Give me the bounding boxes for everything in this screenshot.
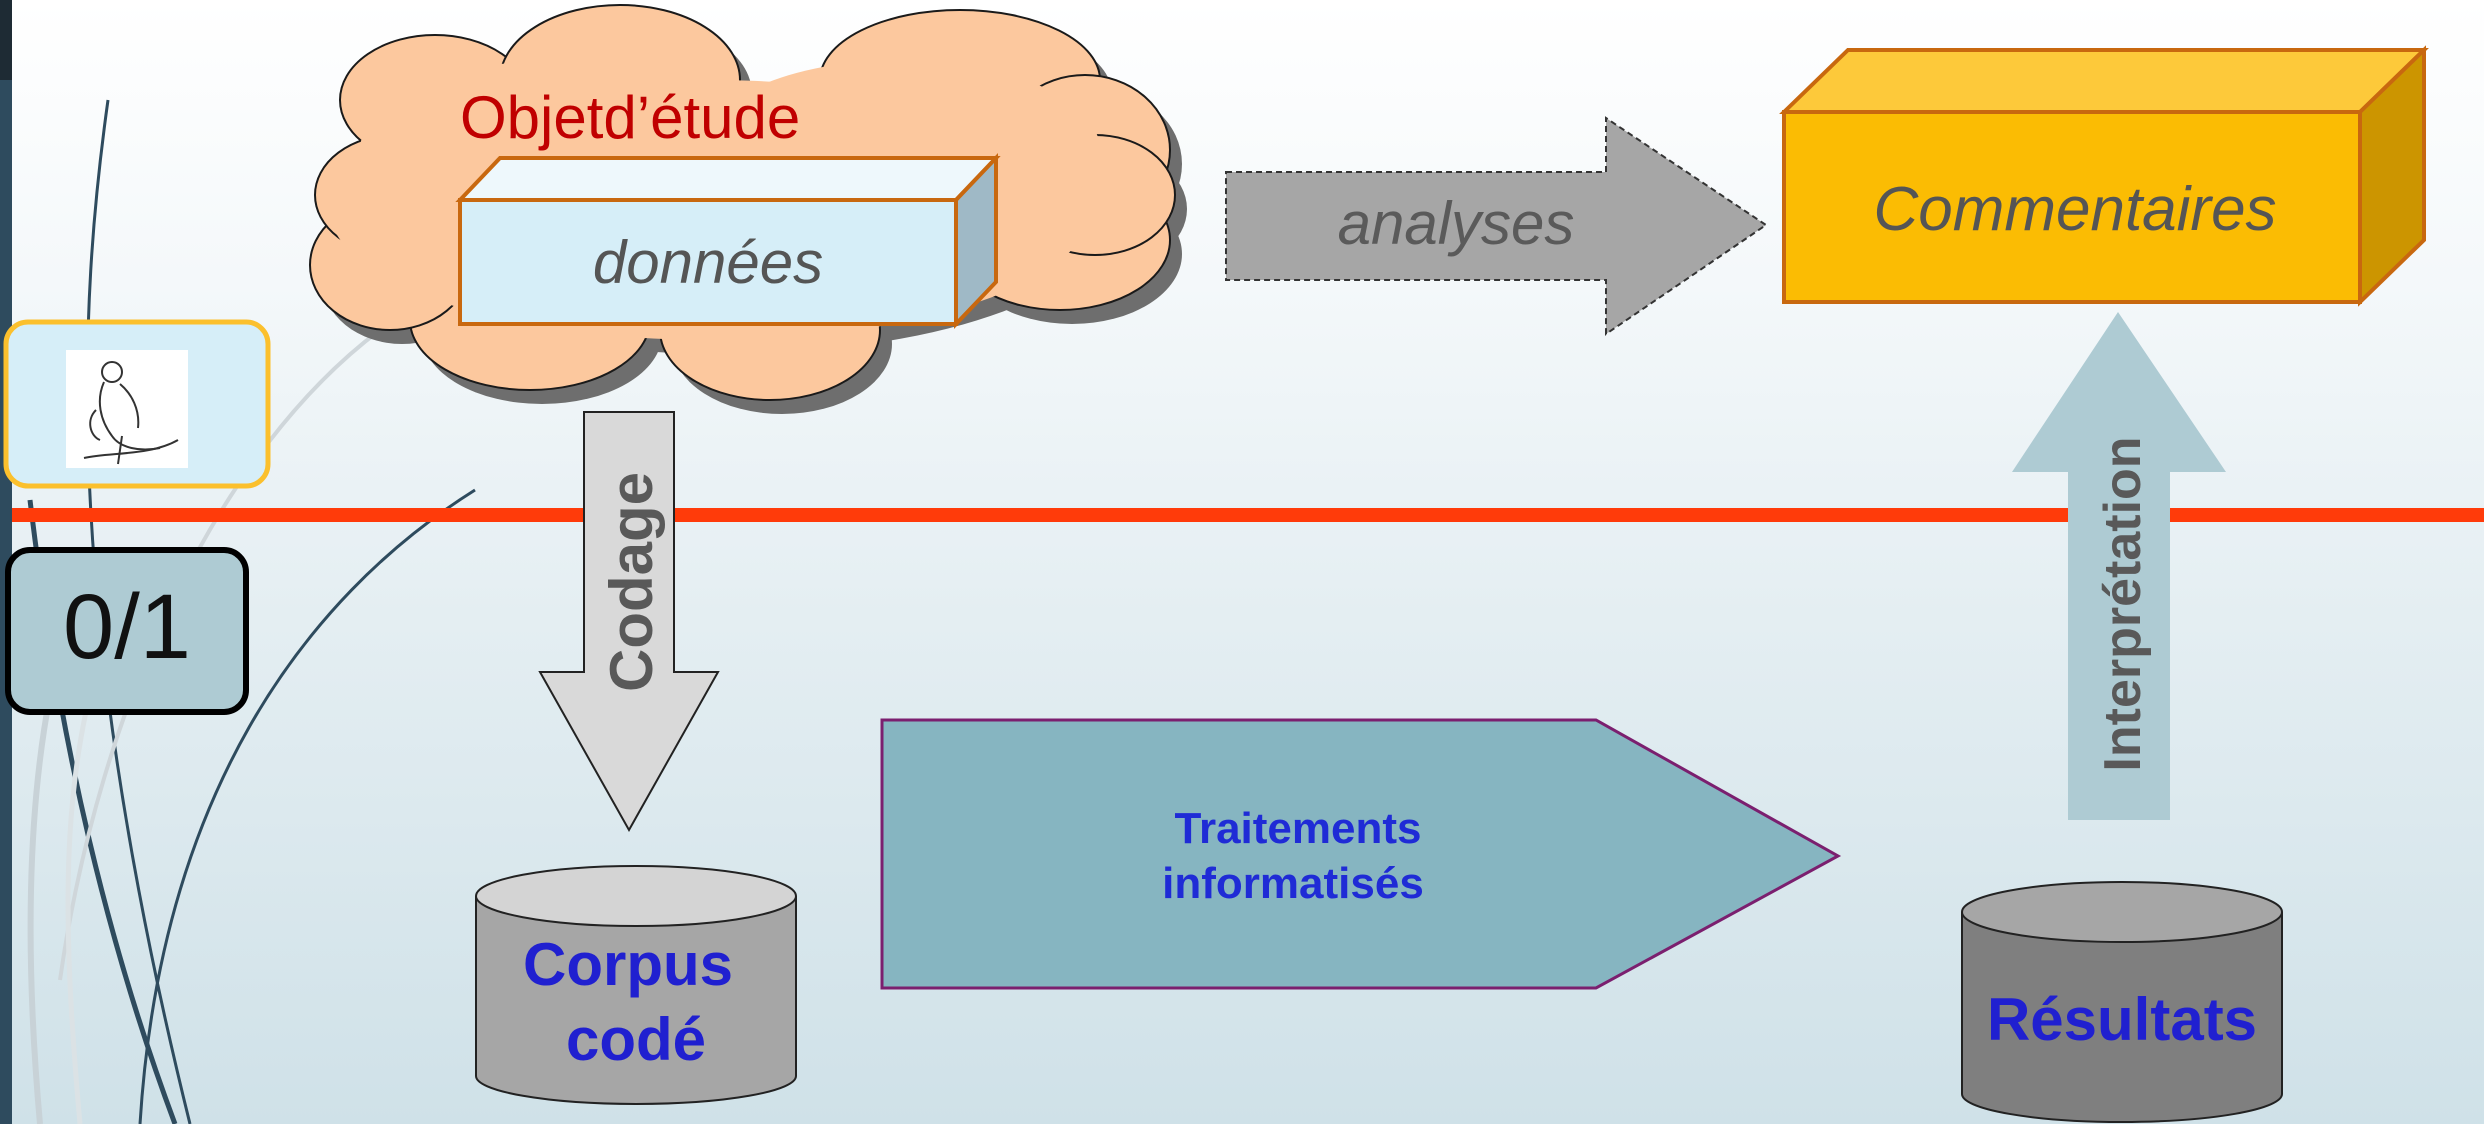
- binary-badge: [5, 547, 249, 715]
- comments-label: Commentaires: [1873, 175, 2276, 244]
- corpus-line2: codé: [566, 1006, 706, 1073]
- object-label: Objetd’étude: [460, 84, 800, 151]
- binary-badge-label: 0/1: [63, 576, 191, 678]
- side-band: [0, 0, 12, 1124]
- data-box: [455, 153, 1001, 329]
- results-cylinder: [1961, 881, 2283, 1123]
- corpus-cylinder: [475, 865, 797, 1105]
- coding-label: Codage: [598, 472, 665, 692]
- data-box-label: données: [593, 229, 823, 296]
- processing-label-line2: informatisés: [1162, 859, 1424, 908]
- corpus-line1: Corpus: [523, 931, 733, 998]
- interpretation-label: Interprétation: [2094, 436, 2152, 771]
- figure-sketch-icon: [66, 350, 188, 468]
- results-label: Résultats: [1987, 986, 2257, 1053]
- analyses-label: analyses: [1338, 190, 1575, 257]
- processing-arrow: [880, 718, 1842, 990]
- interpretation-arrow: [2012, 312, 2226, 820]
- analyses-arrow: [1225, 116, 1768, 336]
- coding-arrow: [538, 411, 720, 833]
- processing-label-line1: Traitements: [1175, 804, 1422, 853]
- side-band-top: [0, 0, 12, 80]
- comments-box: [1779, 45, 2429, 307]
